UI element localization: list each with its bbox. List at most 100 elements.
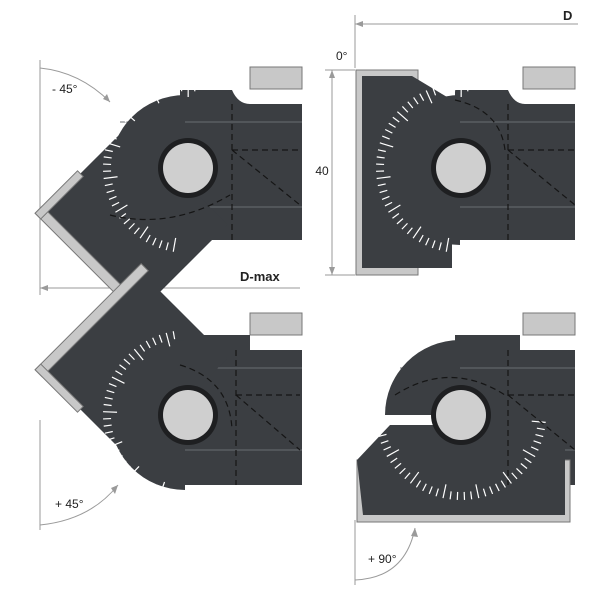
scale-tick bbox=[376, 156, 385, 159]
scale-tick bbox=[145, 234, 151, 243]
scale-tick bbox=[378, 433, 387, 437]
scale-tick bbox=[407, 101, 414, 109]
scale-tick bbox=[103, 176, 118, 180]
scale-tick bbox=[158, 240, 163, 249]
scale-tick bbox=[531, 420, 546, 424]
scale-tick bbox=[376, 420, 391, 423]
scale-tick bbox=[522, 449, 536, 458]
scale-tick bbox=[180, 491, 183, 500]
scale-tick bbox=[533, 440, 542, 445]
panel-minus45: - 45° D-max bbox=[34, 60, 303, 321]
scale-tick bbox=[123, 465, 131, 472]
scale-tick bbox=[379, 189, 388, 194]
scale-tick bbox=[432, 87, 437, 96]
scale-tick bbox=[392, 116, 400, 123]
fence-block bbox=[522, 312, 576, 336]
scale-tick bbox=[159, 481, 166, 496]
degree-scale bbox=[376, 414, 546, 500]
blade-holder bbox=[357, 425, 565, 515]
scale-tick bbox=[388, 204, 401, 213]
scale-tick bbox=[104, 430, 113, 434]
scale-tick bbox=[536, 427, 545, 431]
scale-tick bbox=[377, 183, 386, 187]
scale-tick bbox=[123, 218, 131, 225]
scale-tick bbox=[500, 480, 506, 488]
scale-tick bbox=[406, 227, 413, 235]
scale-tick bbox=[412, 226, 422, 239]
arrow-head bbox=[103, 94, 110, 102]
scale-tick bbox=[128, 353, 135, 361]
scale-tick bbox=[115, 122, 123, 128]
scale-tick bbox=[394, 462, 402, 469]
scale-tick bbox=[442, 484, 447, 499]
scale-tick bbox=[535, 433, 544, 438]
scale-tick bbox=[489, 486, 494, 495]
scale-tick bbox=[173, 490, 176, 499]
scale-tick bbox=[139, 226, 149, 239]
scale-tick bbox=[380, 440, 389, 444]
scale-tick bbox=[409, 471, 420, 484]
tool-arm bbox=[180, 90, 302, 240]
scale-tick bbox=[103, 411, 118, 413]
scale-tick bbox=[128, 222, 135, 230]
scale-tick bbox=[453, 83, 456, 92]
angle-arc bbox=[39, 67, 111, 103]
scale-tick bbox=[165, 242, 169, 251]
scale-tick bbox=[404, 472, 411, 480]
scale-tick bbox=[438, 242, 442, 251]
scale-tick bbox=[172, 331, 176, 340]
degree-scale bbox=[376, 82, 470, 252]
angle-arc bbox=[39, 484, 119, 526]
scale-tick bbox=[388, 122, 396, 128]
scale-tick bbox=[133, 348, 144, 361]
scale-tick bbox=[194, 83, 197, 92]
scale-tick bbox=[104, 396, 113, 400]
scale-tick bbox=[140, 97, 146, 105]
scale-tick bbox=[108, 195, 117, 200]
scale-tick bbox=[115, 204, 128, 213]
scale-tick bbox=[381, 195, 390, 200]
scale-tick bbox=[109, 441, 123, 448]
scale-tick bbox=[159, 87, 164, 96]
panel-plus45: + 45° bbox=[34, 262, 303, 530]
scale-tick bbox=[435, 488, 439, 497]
scale-tick bbox=[418, 234, 424, 243]
scale-tick bbox=[379, 142, 394, 148]
fence-block bbox=[522, 66, 576, 90]
scale-tick bbox=[106, 189, 115, 194]
scale-tick bbox=[123, 111, 136, 122]
panel-plus90: + 90° bbox=[354, 312, 576, 585]
scale-tick bbox=[401, 106, 409, 113]
scale-tick bbox=[133, 227, 140, 235]
tool-hub bbox=[385, 95, 460, 245]
scale-tick bbox=[111, 128, 120, 134]
scale-tick bbox=[524, 457, 532, 464]
scale-tick bbox=[104, 149, 113, 153]
scale-tick bbox=[134, 474, 141, 482]
scale-tick bbox=[431, 240, 436, 249]
scale-tick bbox=[119, 116, 127, 123]
panel-zero: 0° 40 D bbox=[315, 8, 578, 276]
scale-tick bbox=[165, 332, 171, 347]
scale-tick bbox=[428, 486, 433, 495]
degree-scale bbox=[103, 331, 197, 501]
scale-tick bbox=[396, 218, 404, 225]
scale-tick bbox=[139, 344, 146, 352]
scale-tick bbox=[384, 128, 393, 134]
scale-tick bbox=[419, 93, 425, 101]
scale-tick bbox=[134, 101, 141, 109]
scale-tick bbox=[422, 483, 427, 492]
scale-tick bbox=[425, 237, 430, 246]
scale-tick bbox=[146, 93, 152, 101]
scale-tick bbox=[467, 83, 470, 92]
scale-tick bbox=[128, 106, 136, 113]
scale-tick bbox=[482, 488, 487, 497]
scale-tick bbox=[392, 213, 400, 219]
scale-tick bbox=[104, 183, 113, 187]
scale-tick bbox=[128, 465, 140, 477]
fence-block bbox=[249, 312, 303, 336]
scale-tick bbox=[152, 90, 160, 104]
scale-tick bbox=[511, 472, 518, 480]
scale-tick bbox=[495, 483, 500, 492]
